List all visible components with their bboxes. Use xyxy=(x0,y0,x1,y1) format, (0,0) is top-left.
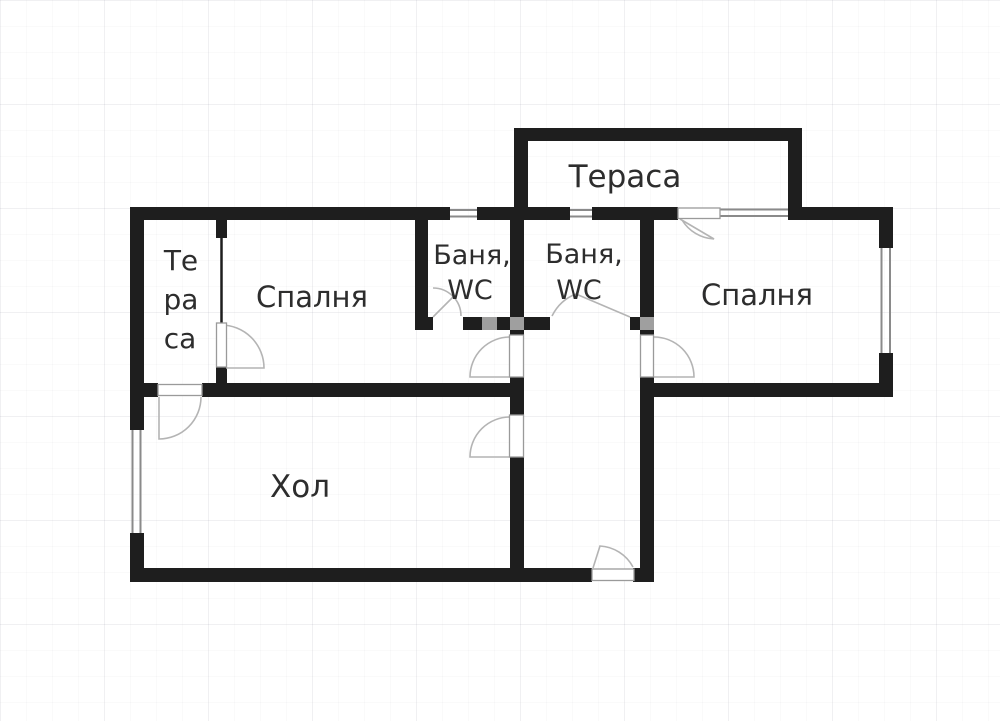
window-terrace-sidelight xyxy=(720,208,788,217)
room-label-living-room: Хол xyxy=(270,469,330,505)
wall-segment-terrace-left xyxy=(514,128,528,220)
door-arc-corridor-to-hall xyxy=(469,416,511,458)
wall-segment xyxy=(202,383,524,397)
wall-dash xyxy=(640,317,654,330)
wall-dash xyxy=(482,317,497,330)
door-arc-bathroom-left xyxy=(432,287,462,318)
wall-segment xyxy=(510,220,524,335)
wall-segment xyxy=(592,207,678,220)
wall-segment xyxy=(630,317,640,330)
wall-segment xyxy=(510,377,524,415)
door-leaf-corridor-to-hall xyxy=(508,414,525,458)
wall-segment xyxy=(216,218,227,238)
windows-layer xyxy=(131,208,891,533)
wall-segment xyxy=(879,207,893,248)
window-living-room xyxy=(131,430,142,533)
wall-segment xyxy=(524,317,550,330)
walls-layer xyxy=(130,128,893,582)
wall-segment-terrace-top xyxy=(514,128,802,141)
door-arc-entrance xyxy=(592,545,634,569)
room-label-bathroom-left-line2: WC xyxy=(447,275,493,306)
wall-segment xyxy=(130,207,450,220)
wall-segment xyxy=(415,220,428,328)
walls-light-layer xyxy=(482,317,654,330)
door-arcs xyxy=(158,218,715,569)
wall-dash xyxy=(510,317,524,330)
window-bedroom-right xyxy=(880,248,891,353)
wall-segment xyxy=(510,457,524,568)
room-label-terrace-top: Тераса xyxy=(568,159,682,195)
door-leaf-corridor-to-bedroom-right xyxy=(639,334,655,378)
room-label-bedroom-left: Спалня xyxy=(256,280,368,314)
room-label-bathroom-left-line1: Баня, xyxy=(433,240,511,271)
room-label-bathroom-right-line2: WC xyxy=(556,275,602,306)
room-label-terrace-left-line1: Те xyxy=(163,244,198,277)
door-arc-corridor-to-bedroom-right xyxy=(653,336,695,378)
door-leaf-corridor-to-bedroom-left xyxy=(508,334,525,378)
room-label-terrace-left-line2: ра xyxy=(164,283,199,316)
room-label-bathroom-right-line1: Баня, xyxy=(545,239,623,270)
door-leafs xyxy=(157,207,721,582)
wall-segment xyxy=(463,317,482,330)
door-leaf-terrace-left-to-bedroom xyxy=(215,322,228,368)
wall-segment-terrace-right xyxy=(788,128,802,220)
wall-segment xyxy=(130,207,144,430)
wall-segment xyxy=(788,207,893,220)
door-leaf-terrace-to-bedroom-right xyxy=(677,207,721,220)
wall-segment xyxy=(640,383,893,397)
door-leaf-terrace-left-to-hall xyxy=(157,383,203,397)
door-arc-terrace-left-to-bedroom xyxy=(220,324,265,369)
window-bathroom-left xyxy=(450,209,477,218)
wall-segment xyxy=(640,377,654,582)
wall-segment xyxy=(640,220,654,335)
room-label-terrace-left-line3: са xyxy=(164,322,197,355)
wall-segment xyxy=(415,317,433,330)
doors-layer xyxy=(157,207,721,582)
labels-layer: Тераса Те ра са Спалня Баня, WC Баня, WC… xyxy=(163,159,813,505)
door-arc-bathroom-right xyxy=(551,293,631,318)
door-arc-terrace-to-bedroom-right xyxy=(679,218,715,240)
window-bathroom-right-terrace xyxy=(570,209,592,218)
door-arc-terrace-left-to-hall xyxy=(158,396,202,440)
wall-segment xyxy=(216,367,227,385)
door-arc-corridor-to-bedroom-left xyxy=(469,336,511,378)
wall-segment xyxy=(497,317,510,330)
wall-segment xyxy=(130,568,592,582)
door-leaf-entrance xyxy=(591,568,635,582)
room-label-bedroom-right: Спалня xyxy=(701,278,813,312)
wall-segment xyxy=(130,383,158,397)
